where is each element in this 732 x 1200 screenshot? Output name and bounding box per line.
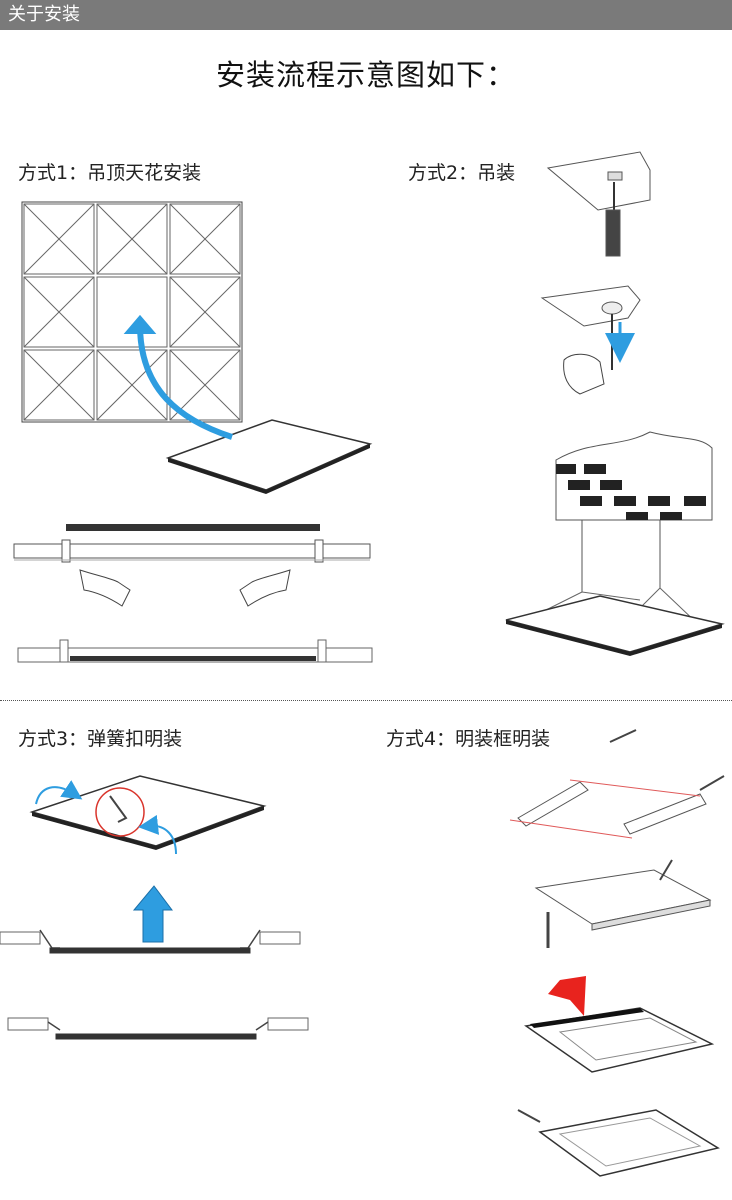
insert-panel-arrow-icon <box>548 976 586 1016</box>
panel-insertion-drawing <box>13 524 371 607</box>
spring-clip-side-drawing <box>0 929 301 954</box>
panel-light-drawing <box>165 419 373 494</box>
frame-finished-drawing <box>517 1109 720 1177</box>
frame-panel-drawing <box>524 1007 715 1073</box>
suspended-panel-drawing <box>505 595 725 656</box>
spring-clip-panel-drawing <box>29 775 267 850</box>
section-header-bar: 关于安装 <box>0 0 732 30</box>
spring-arrow-icon <box>35 780 83 805</box>
method-4-label: 方式4：明装框明装 <box>386 728 551 750</box>
insert-arrow-icon <box>137 324 233 440</box>
spring-arrow-icon <box>138 814 177 855</box>
suspension-hook-drawing <box>540 285 641 395</box>
method-3-label: 方式3：弹簧扣明装 <box>18 728 183 750</box>
ceiling-grid-illustration <box>21 201 243 423</box>
main-title: 安装流程示意图如下： <box>215 58 516 92</box>
method-2-label: 方式2：吊装 <box>408 162 516 184</box>
frame-assembly-drawing <box>509 729 725 839</box>
frame-screw-drawing <box>534 859 712 948</box>
spring-clip-installed-drawing <box>7 1017 309 1040</box>
push-up-arrow-icon <box>132 885 173 943</box>
brick-ceiling-drawing <box>529 431 713 641</box>
section-header-title: 关于安装 <box>8 4 80 25</box>
ceiling-anchor-drawing <box>546 151 651 257</box>
installed-panel-drawing <box>17 639 373 663</box>
method-1-label: 方式1：吊顶天花安装 <box>18 162 202 184</box>
section-divider <box>0 700 732 701</box>
